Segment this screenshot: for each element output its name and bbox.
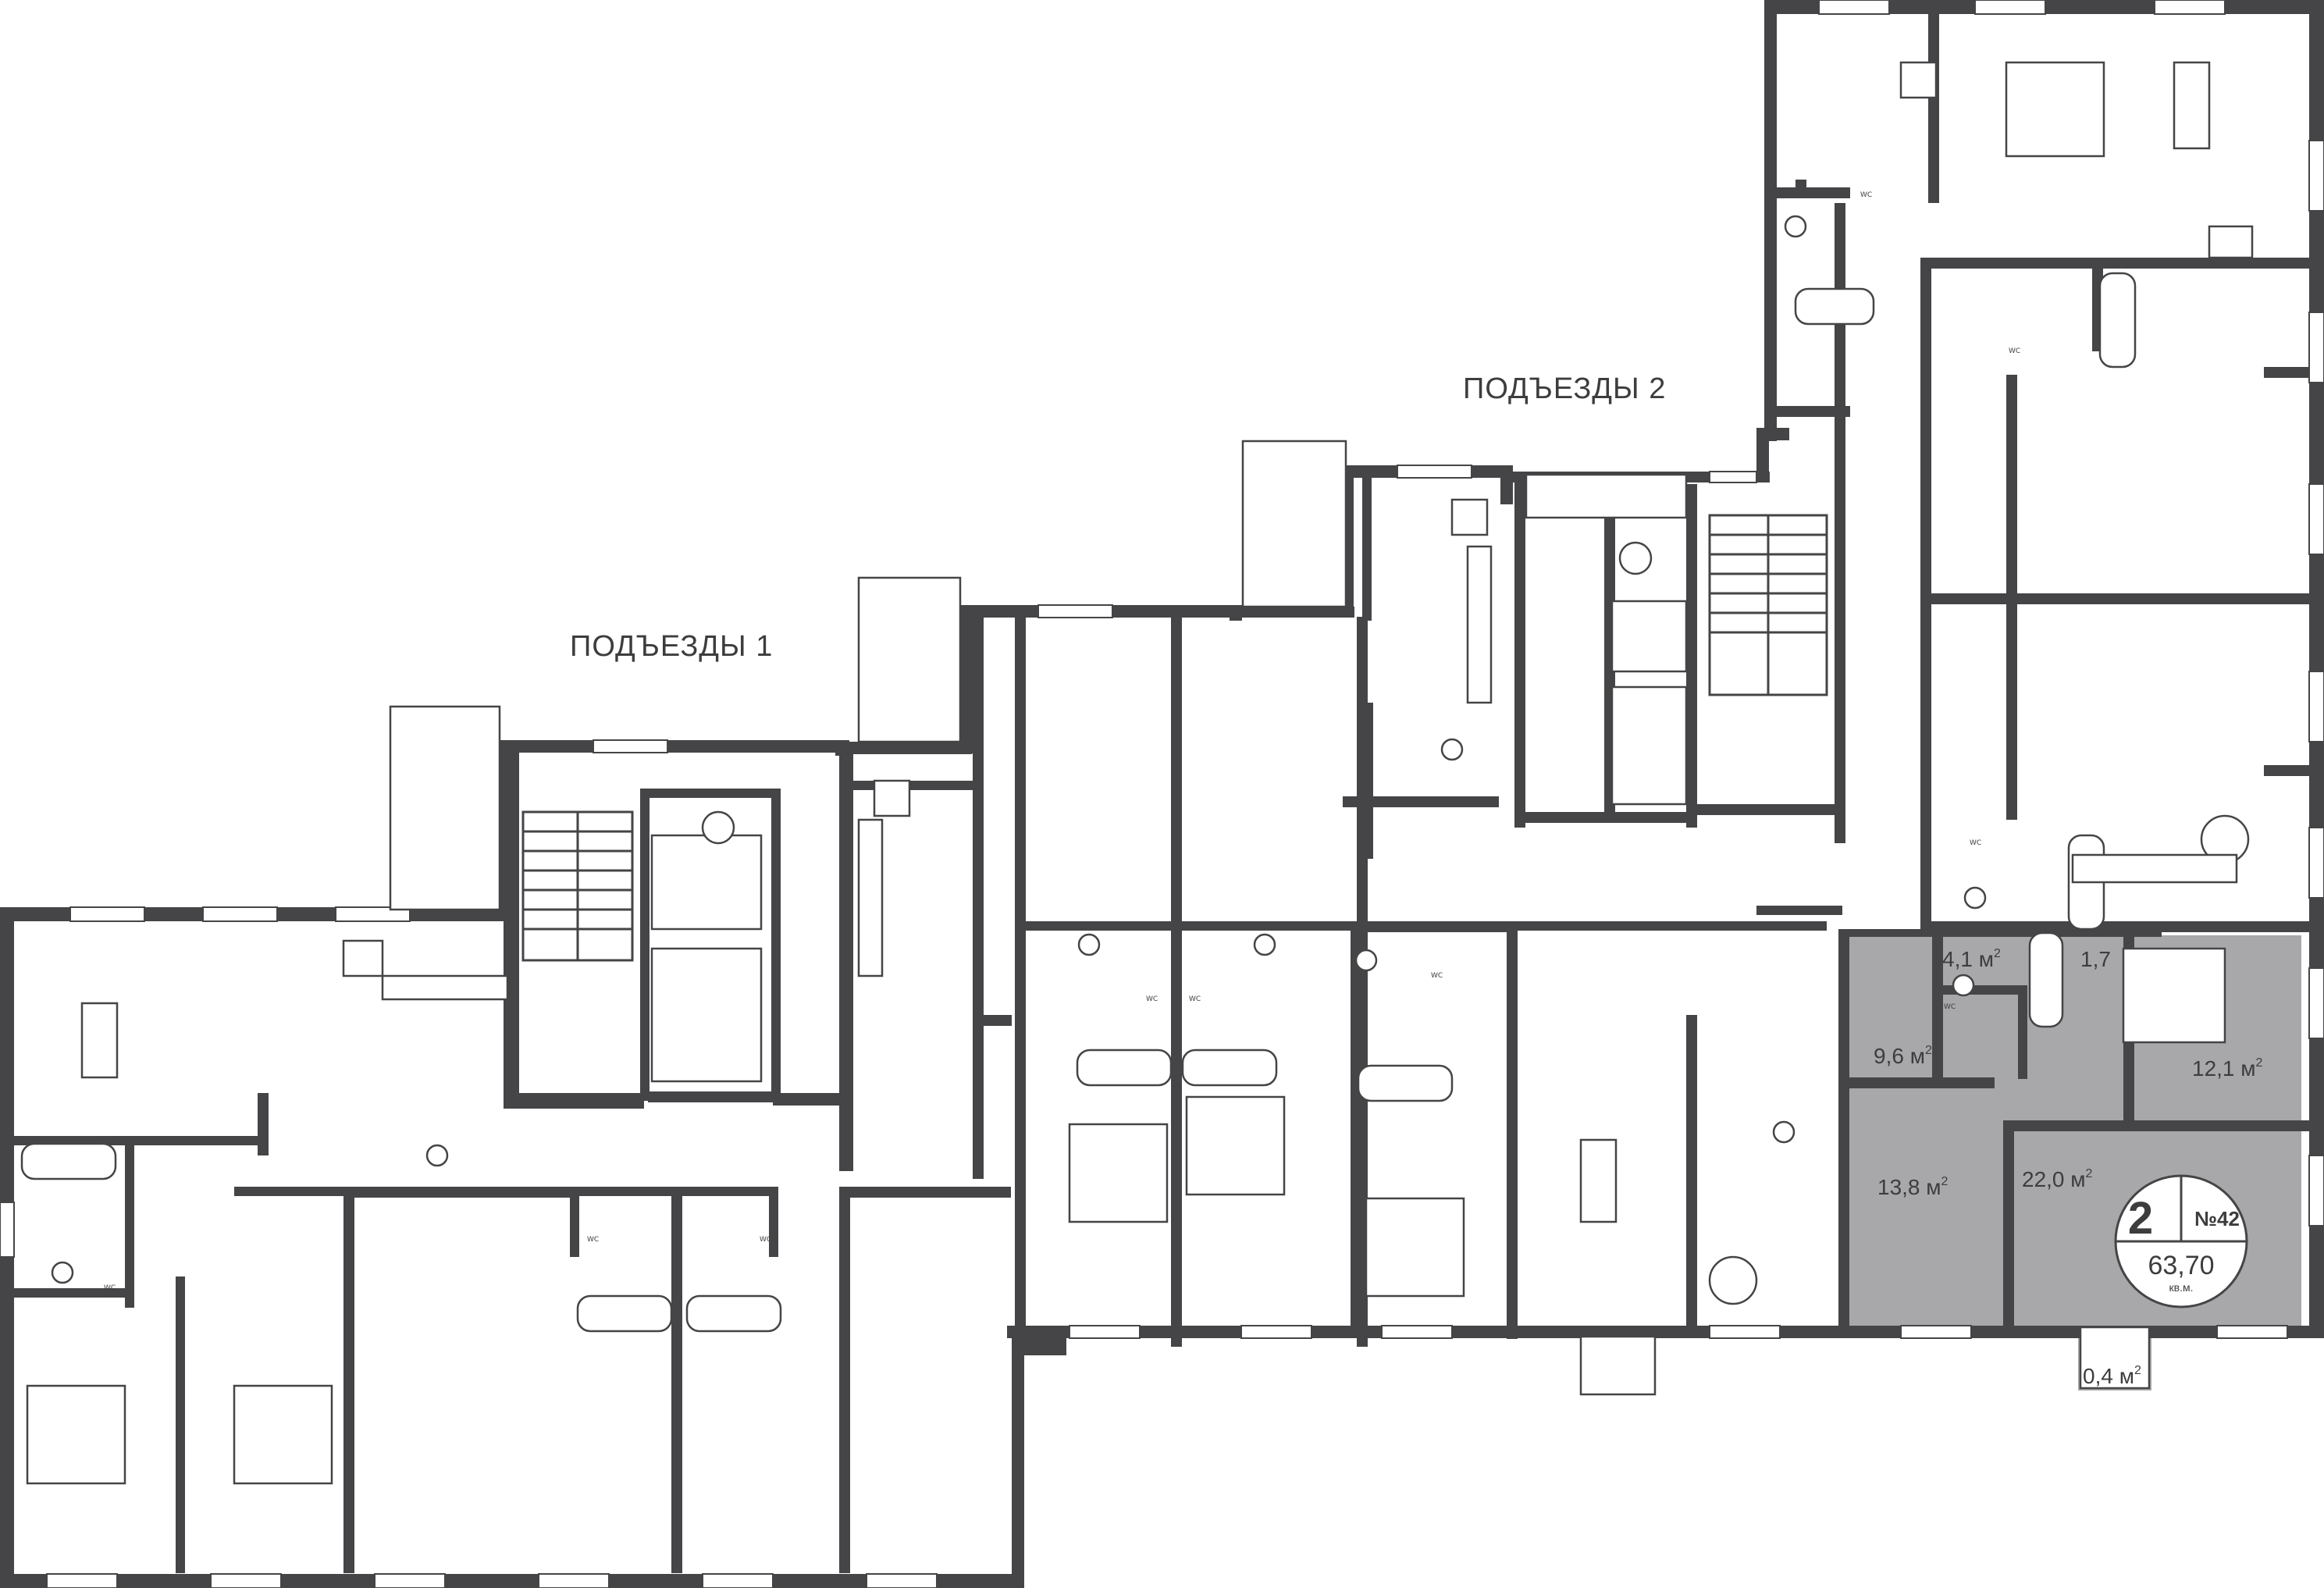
furniture [80, 61, 2254, 1305]
wc-marker: WC [760, 1236, 771, 1244]
apartment-badge[interactable]: 2 №42 63,70 кв.м. [2114, 1174, 2248, 1308]
wc-marker: WC [1970, 839, 1981, 847]
wc-marker: WC [1146, 995, 1158, 1003]
wc-marker: WC [104, 1284, 116, 1292]
wc-marker: WC [2009, 347, 2020, 355]
entrance-1-label: ПОДЪЕЗДЫ 1 [570, 630, 773, 663]
wc-marker: WC [1860, 191, 1872, 199]
wc-marker: WC [1189, 995, 1201, 1003]
wc-marker: WC [1944, 1003, 1956, 1011]
entrance-2-label: ПОДЪЕЗДЫ 2 [1463, 372, 1666, 405]
apartment-area-unit: кв.м. [2169, 1281, 2194, 1294]
bathroom-fixtures [20, 215, 2137, 1333]
room-area-living: 22,0 м2 [2022, 1167, 2093, 1191]
elevators [650, 600, 1688, 1083]
room-area-bedroom: 12,1 м2 [2192, 1056, 2263, 1081]
room-area-labels: 4,1 м2 1,7 9,6 м2 12,1 м2 13,8 м2 22,0 м… [1874, 947, 2263, 1388]
room-area-balcony: 0,4 м2 [2083, 1364, 2141, 1388]
room-area-kitchen: 13,8 м2 [1877, 1175, 1949, 1199]
room-area-bathroom: 4,1 м2 [1942, 947, 2001, 971]
balconies [389, 440, 2151, 1396]
beds [26, 61, 2226, 1485]
apartment-number: №42 [2194, 1207, 2240, 1230]
wc-markers: WC WC WC WC WC WC WC WC WC WC [104, 191, 2020, 1292]
room-area-wc: 1,7 [2080, 947, 2111, 971]
apartment-rooms-count: 2 [2128, 1193, 2153, 1244]
room-area-hall: 9,6 м2 [1874, 1044, 1932, 1068]
wc-marker: WC [587, 1236, 599, 1244]
selected-apartment-fill[interactable] [1844, 935, 2301, 1390]
stairs [521, 514, 1828, 962]
apartment-total-area: 63,70 [2148, 1251, 2214, 1280]
wc-marker: WC [1431, 972, 1443, 980]
